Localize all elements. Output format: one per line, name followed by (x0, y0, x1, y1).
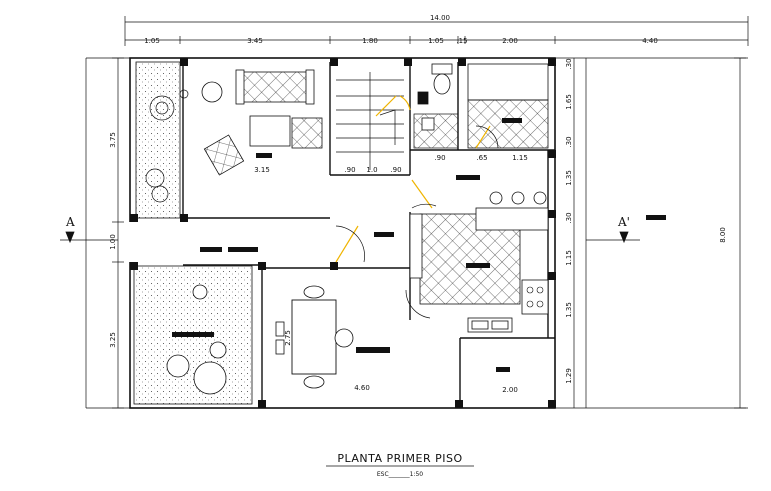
dim-right-overall: 8.00 (719, 227, 727, 243)
section-marker-right (586, 231, 640, 244)
room-label-kitchen (466, 263, 490, 268)
room-label-living (256, 153, 272, 158)
dim-bottom-2: 2.00 (502, 386, 518, 394)
dim-kitchen-2: .65 (476, 154, 487, 162)
kitchen-floor-top (467, 99, 549, 149)
plan-scale: ESC_______1:50 (377, 471, 423, 478)
dim-top-4: 1.05 (428, 37, 444, 45)
toilet-icon (417, 63, 453, 131)
dim-top-7: 4.40 (642, 37, 658, 45)
dim-bottom-1: 4.60 (354, 384, 370, 392)
dimension-top (124, 16, 749, 46)
room-label-hall (456, 175, 480, 180)
dim-right-1: .30 (565, 58, 573, 69)
interior-walls (182, 62, 555, 408)
dim-stair-3: .90 (390, 166, 401, 174)
dimension-left (85, 57, 124, 409)
section-label-right: A' (617, 215, 630, 229)
dim-left-1: 3.75 (109, 132, 117, 148)
dim-right-3: .30 (565, 136, 573, 147)
room-label-entry-1 (200, 247, 222, 252)
room-label-kitchen-top (502, 118, 522, 123)
sofa-icon (203, 69, 323, 176)
room-label-garden (172, 332, 214, 337)
room-label-dining (356, 347, 390, 353)
dim-living: 3.15 (254, 166, 270, 174)
dim-top-5: .15 (456, 37, 467, 45)
section-label-left: A (65, 215, 75, 229)
kitchen-counter-top (467, 63, 549, 101)
sink-icon (467, 317, 513, 333)
dim-top-6: 2.00 (502, 37, 518, 45)
stool-icon (489, 191, 547, 205)
coffee-table (249, 115, 291, 147)
lamp-icon (201, 81, 223, 103)
dim-overall-width: 14.00 (430, 14, 450, 22)
dim-right-6: 1.15 (565, 250, 573, 266)
dining-table (291, 299, 337, 375)
door-arcs (335, 125, 499, 319)
room-label-entry-2 (228, 247, 258, 252)
kitchen-island (475, 207, 549, 231)
stove-icon (521, 279, 549, 315)
dim-top-2: 3.45 (247, 37, 263, 45)
plan-title: PLANTA PRIMER PISO (337, 452, 462, 465)
bathroom-floor (413, 113, 459, 149)
dim-right-4: 1.35 (565, 170, 573, 186)
kitchen-counter-left (409, 213, 423, 279)
chair-icon (275, 285, 354, 389)
dim-kitchen-1: .90 (434, 154, 445, 162)
dim-dining: 2.75 (284, 330, 292, 346)
door-swings (335, 95, 491, 263)
dim-left-2: 1.00 (109, 234, 117, 250)
staircase (336, 72, 404, 170)
room-label-exterior (646, 215, 666, 220)
dim-kitchen-3: 1.15 (512, 154, 528, 162)
dimension-right (573, 57, 746, 409)
tree-icon (166, 284, 227, 395)
columns (130, 58, 556, 408)
exterior-walls (128, 57, 556, 409)
dim-right-2: 1.65 (565, 94, 573, 110)
dim-top-3: 1.80 (362, 37, 378, 45)
room-label-stair-hall (374, 232, 394, 237)
plant-icon (145, 89, 189, 203)
room-label-patio (496, 367, 510, 372)
garden-top (135, 61, 181, 219)
section-marker-left (60, 231, 118, 244)
dim-left-3: 3.25 (109, 332, 117, 348)
dim-right-8: 1.29 (565, 368, 573, 384)
dim-top-1: 1.05 (144, 37, 160, 45)
burner-icon (526, 286, 544, 308)
dim-right-7: 1.35 (565, 302, 573, 318)
dim-right-5: .30 (565, 212, 573, 223)
dim-stair-2: 1.0 (366, 166, 377, 174)
dim-stair-1: .90 (344, 166, 355, 174)
